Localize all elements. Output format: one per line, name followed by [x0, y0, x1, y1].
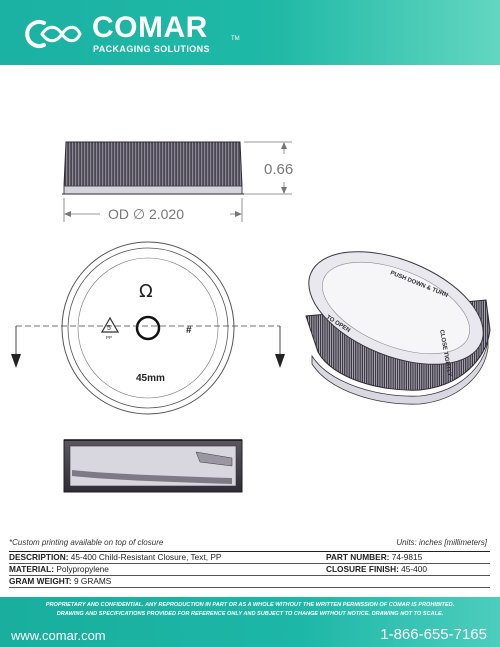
- disclaimer-line-2: DRAWING AND SPECIFICATIONS PROVIDED FOR …: [56, 610, 444, 617]
- brand-name: COMAR: [92, 11, 208, 44]
- phone-number[interactable]: 1-866-655-7165: [380, 626, 487, 643]
- spec-key: CLOSURE FINISH:: [326, 564, 399, 574]
- header-banner: COMAR TM PACKAGING SOLUTIONS: [0, 0, 500, 65]
- custom-printing-note: *Custom printing available on top of clo…: [9, 538, 164, 547]
- section-arrow-right-icon: [275, 354, 285, 368]
- spec-key: GRAM WEIGHT:: [9, 576, 72, 586]
- disclaimer-line-1: PROPRIETARY AND CONFIDENTIAL. ANY REPROD…: [45, 602, 455, 608]
- spec-key: PART NUMBER:: [326, 552, 390, 562]
- hash-mark: #: [186, 325, 192, 336]
- spec-value: 74-9815: [391, 552, 423, 562]
- spec-value: 45-400: [401, 564, 427, 574]
- technical-drawing: 0.66 OD ∅ 2.020 Ω 5 PP # 45mm: [11, 141, 491, 493]
- recycle-icon: 5 PP: [100, 316, 120, 340]
- footer-banner: PROPRIETARY AND CONFIDENTIAL. ANY REPROD…: [0, 597, 500, 647]
- spec-row: MATERIAL: Polypropylene CLOSURE FINISH: …: [9, 564, 490, 576]
- spec-key: DESCRIPTION:: [9, 552, 69, 562]
- height-dimension: 0.66: [244, 141, 293, 195]
- svg-text:PP: PP: [106, 335, 112, 340]
- height-dimension-label: 0.66: [264, 161, 293, 178]
- brand-tagline: PACKAGING SOLUTIONS: [93, 44, 210, 54]
- spec-value: 45-400 Child-Resistant Closure, Text, PP: [70, 552, 222, 562]
- cap-top-view: Ω 5 PP # 45mm: [61, 241, 235, 415]
- omega-symbol: Ω: [139, 281, 153, 302]
- disclaimer: PROPRIETARY AND CONFIDENTIAL. ANY REPROD…: [10, 601, 490, 618]
- spec-table: DESCRIPTION: 45-400 Child-Resistant Clos…: [9, 551, 490, 588]
- website-link[interactable]: www.comar.com: [11, 628, 106, 643]
- od-dimension-label: OD ∅ 2.020: [108, 206, 184, 222]
- spec-row: DESCRIPTION: 45-400 Child-Resistant Clos…: [9, 552, 490, 564]
- comar-logo-icon: [25, 20, 82, 48]
- spec-value: 9 GRAMS: [74, 576, 112, 586]
- center-ring: [135, 315, 161, 341]
- units-note: Units: inches [millimeters]: [396, 538, 487, 547]
- section-line: [11, 325, 285, 368]
- spec-value: Polypropylene: [56, 564, 109, 574]
- section-arrow-left-icon: [11, 354, 21, 368]
- svg-text:5: 5: [107, 325, 111, 332]
- cap-side-view: [62, 141, 244, 195]
- cap-section-view: [63, 439, 243, 493]
- spec-row: GRAM WEIGHT: 9 GRAMS: [9, 576, 490, 588]
- cap-perspective-view: PUSH DOWN & TURN CLOSE TIGHTLY TO OPEN: [305, 251, 491, 405]
- trademark: TM: [231, 36, 240, 42]
- spec-key: MATERIAL:: [9, 564, 55, 574]
- od-dimension: OD ∅ 2.020: [63, 198, 243, 222]
- size-label: 45mm: [136, 373, 165, 384]
